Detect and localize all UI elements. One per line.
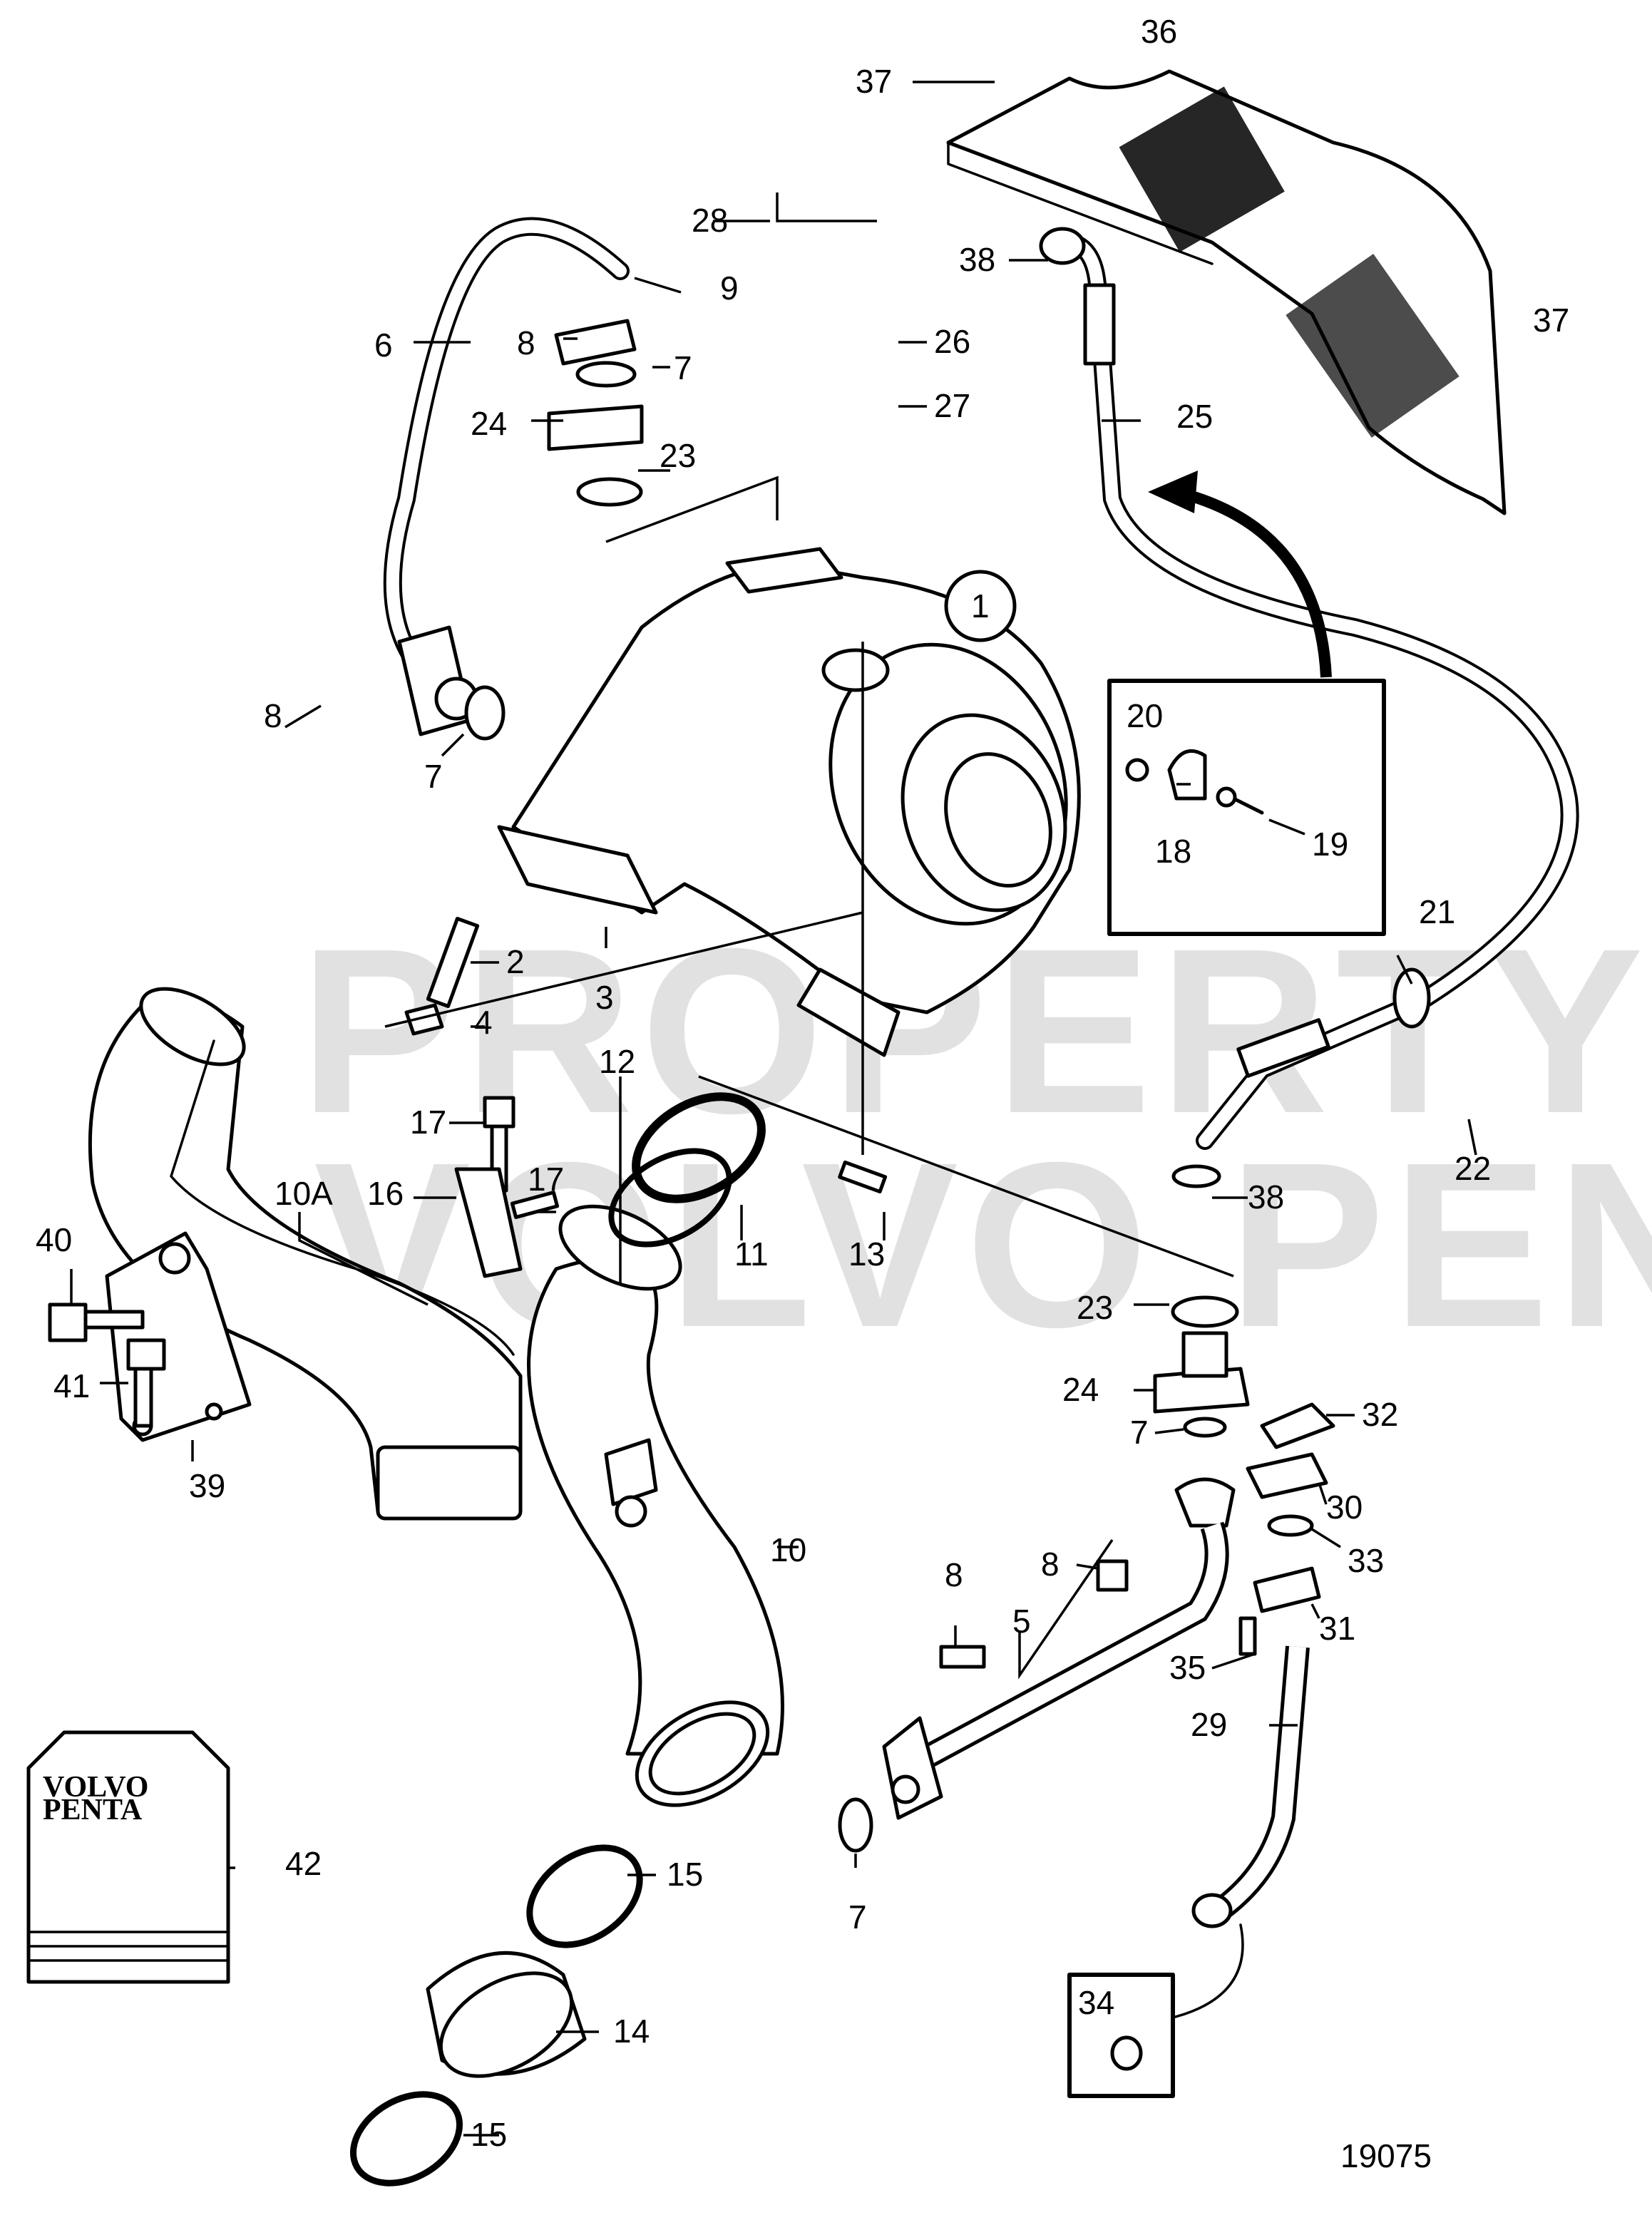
callout-14: 14 [613,2013,650,2050]
callout-18: 18 [1155,833,1191,870]
heat-shield [946,69,1507,515]
callout-10A: 10A [275,1175,333,1212]
callout-2: 2 [506,943,525,980]
callout-21: 21 [1419,893,1455,930]
callout-34: 34 [1078,1984,1114,2021]
callout-22: 22 [1455,1150,1491,1187]
callout-5: 5 [1012,1603,1031,1640]
callout-37a: 37 [856,63,892,100]
callout-30: 30 [1326,1489,1363,1526]
callout-28: 28 [692,202,728,239]
callout-7b: 7 [424,758,443,795]
lower-right-parts [838,1295,1335,1928]
callout-24a: 24 [471,405,507,442]
callout-24b: 24 [1062,1371,1099,1408]
callout-19: 19 [1312,826,1348,863]
callout-turbocharger: 1 [971,587,990,625]
callout-39: 39 [189,1467,225,1504]
hardware-center [404,916,888,1278]
book-brand-line-1: VOLVO [43,1771,148,1804]
callout-17b: 17 [528,1161,564,1198]
callout-15b: 15 [471,2116,507,2153]
callout-16: 16 [367,1175,404,1212]
callout-23a: 23 [660,437,696,474]
callout-32: 32 [1362,1396,1398,1433]
callout-11: 11 [734,1235,769,1273]
callout-15a: 15 [667,1856,703,1893]
intake-hose-10 [527,1204,784,1807]
book-brand-line-2: PENTA [43,1794,143,1826]
callout-40: 40 [36,1221,72,1258]
callout-36: 36 [1141,13,1177,50]
callout-38b: 38 [1248,1178,1284,1216]
figure-number: 19075 [1340,2137,1432,2174]
callout-42: 42 [285,1845,322,1882]
callout-8d: 8 [945,1556,963,1593]
callout-17a: 17 [410,1104,446,1141]
callout-8a: 8 [517,324,535,361]
callout-23b: 23 [1077,1289,1113,1326]
o-ring-detail-box [1067,1923,1244,2098]
callout-3: 3 [595,979,614,1016]
leader-lines [70,81,1477,2137]
callout-33: 33 [1348,1542,1384,1579]
callout-10: 10 [770,1531,806,1568]
callout-8b: 8 [264,697,282,734]
callout-7d: 7 [848,1898,867,1936]
callout-13: 13 [848,1235,885,1273]
detail-arrowhead [1148,471,1198,513]
callout-37b: 37 [1533,302,1569,339]
callout-20: 20 [1127,697,1163,734]
bolts-left [48,1302,166,1428]
callout-9: 9 [720,269,739,307]
callout-7c: 7 [1130,1414,1149,1451]
detail-arrow [1175,486,1332,678]
callouts: 36 37 37 28 38 9 8 6 7 26 27 24 23 25 8 … [36,13,1569,2153]
callout-6: 6 [374,327,393,364]
callout-7a: 7 [674,349,692,386]
shield-grille [1119,86,1459,438]
oil-return-hose [1039,227,1579,1188]
clip-detail-box [1107,679,1386,936]
oil-feed-pipe [383,217,644,741]
callout-25: 25 [1176,398,1213,435]
callout-27: 27 [934,387,970,424]
clamps-and-rings [349,1092,766,2186]
callout-35: 35 [1169,1649,1206,1686]
callout-12: 12 [599,1043,635,1080]
intake-pipe-10a [88,987,523,1521]
callout-38a: 38 [959,241,995,278]
turbocharger: 1 [497,547,1081,1057]
callout-26: 26 [934,323,970,360]
callout-31: 31 [1319,1610,1355,1647]
callout-8c: 8 [1041,1546,1060,1583]
service-manual-book: VOLVO PENTA [26,1730,230,1984]
callout-41: 41 [53,1367,90,1404]
callout-4: 4 [474,1004,493,1041]
callout-29: 29 [1191,1706,1227,1743]
